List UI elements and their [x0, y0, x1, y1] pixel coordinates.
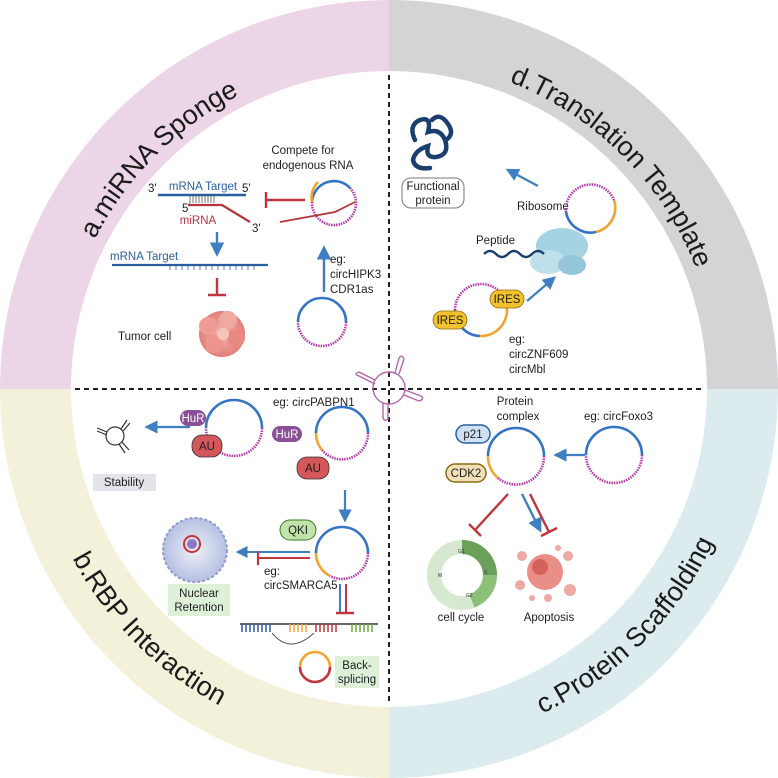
inhibit-tbar-1: [208, 278, 226, 297]
apoptosis-label: Apoptosis: [524, 612, 575, 624]
qki-badge: [279, 519, 317, 541]
circrna-ring-icon: [564, 183, 617, 234]
nuclear-label-1: Nuclear: [179, 588, 219, 600]
compete-label-1: Compete for: [271, 145, 334, 157]
eg-a-label: eg:: [330, 254, 346, 266]
nuclear-retention-box: [168, 584, 230, 616]
three-prime-b-label: 3': [252, 223, 261, 235]
cdk2-badge: [445, 463, 487, 483]
inhibit-to-cell-cycle: [474, 493, 509, 531]
phase-m: M: [438, 573, 442, 579]
tumor-cell-icon: [199, 311, 245, 357]
example-cdr1as: CDR1as: [330, 284, 374, 296]
arrow-to-apoptosis: [520, 493, 542, 533]
ires-badge-1: [489, 289, 525, 309]
quadrant-c: Protein complex eg: circFoxo3 p21 CDK2 G…: [427, 396, 653, 624]
inner-disk: [71, 71, 707, 707]
p21-badge: [455, 424, 491, 444]
mrna-ticks: [169, 265, 255, 270]
quadrant-d: Functional protein Ribosome Peptide IRES…: [401, 114, 617, 376]
hur-label-1: HuR: [181, 413, 204, 425]
circrna-ring-icon: [298, 650, 332, 684]
peptide-chain: [483, 249, 545, 259]
quadrant-b: Stability HuR AU HuR AU eg: circPABPN1 Q…: [93, 397, 379, 688]
phase-g1: G1: [458, 549, 465, 555]
mirna-label: miRNA: [180, 215, 217, 227]
hur-badge-1: [180, 410, 206, 426]
circrna-ring-icon: [486, 426, 546, 486]
example-circsmarca5: circSMARCA5: [264, 580, 337, 592]
phase-s: S: [484, 570, 488, 576]
base-pairs: [189, 196, 215, 203]
circrna-ring-icon: [314, 525, 370, 581]
example-circhipk3: circHIPK3: [330, 269, 381, 281]
peptide-label: Peptide: [476, 235, 515, 247]
nuclear-label-2: Retention: [174, 602, 223, 614]
au-badge-2: [296, 456, 330, 480]
eg-b-label: eg:: [264, 566, 280, 578]
compete-label-2: endogenous RNA: [263, 160, 354, 172]
eg-circfoxo3: eg: circFoxo3: [584, 411, 653, 423]
mirna-strand: [188, 203, 251, 223]
nucleus-icon: [162, 517, 228, 583]
stability-box: [93, 474, 156, 491]
eg-d-label: eg:: [509, 334, 525, 346]
functional-protein-box: [401, 177, 465, 209]
circrna-ring-icon: [296, 296, 348, 348]
arrow-to-ribosome: [526, 276, 557, 302]
circrna-ring-icon: [310, 179, 358, 227]
mrna-target-2-label: mRNA Target: [110, 251, 179, 263]
qki-label: QKI: [288, 525, 308, 537]
au-label-1: AU: [199, 441, 215, 453]
five-prime-label: 5': [242, 183, 251, 195]
pre-mrna-strand: [240, 623, 378, 645]
eg-circpabpn1: eg: circPABPN1: [273, 397, 355, 409]
hur-label-2: HuR: [275, 429, 298, 441]
quadrant-a: Compete for endogenous RNA 3' 5' mRNA Ta…: [110, 145, 381, 357]
circrna-ring-icon: [584, 425, 644, 485]
ires-label-2: IRES: [437, 315, 464, 327]
phase-g2: G2: [466, 593, 473, 599]
p21-label: p21: [463, 429, 482, 441]
back-splicing-label-2: splicing: [338, 674, 376, 686]
au-label-2: AU: [305, 463, 321, 475]
three-prime-label: 3': [148, 183, 157, 195]
inhibit-to-apoptosis: [528, 493, 551, 533]
ribosome-label: Ribosome: [517, 201, 569, 213]
apoptosis-cell-icon: [515, 545, 576, 602]
cdk2-label: CDK2: [451, 468, 482, 480]
circrna-hairpin-icon: [96, 419, 131, 454]
cell-cycle-label: cell cycle: [438, 612, 485, 624]
ribosome-icon: [530, 228, 588, 275]
ires-badge-2: [432, 310, 468, 330]
stability-label: Stability: [104, 477, 145, 489]
bound-mirna: [279, 201, 356, 223]
protein-complex-label-2: complex: [497, 411, 540, 423]
example-circznf609: circZNF609: [509, 349, 568, 361]
arrow-to-protein: [505, 168, 539, 187]
hur-badge-2: [272, 426, 302, 442]
functional-protein-label-1: Functional: [406, 181, 459, 193]
example-circmbl: circMbl: [509, 364, 545, 376]
protein-icon: [410, 114, 454, 171]
mrna-target-label: mRNA Target: [169, 181, 238, 193]
five-prime-b-label: 5': [182, 203, 191, 215]
protein-complex-label-1: Protein: [497, 396, 533, 408]
au-badge-1: [191, 434, 223, 458]
cell-cycle-icon: G1 S G2 M: [427, 540, 497, 610]
functional-protein-label-2: protein: [415, 195, 450, 207]
circrna-hairpin-icon: [355, 355, 424, 421]
circrna-ring-icon: [314, 405, 370, 461]
tumor-cell-label: Tumor cell: [118, 331, 171, 343]
back-splicing-label-1: Back-: [342, 660, 372, 672]
ires-label-1: IRES: [494, 294, 521, 306]
back-splicing-box: [335, 656, 379, 688]
